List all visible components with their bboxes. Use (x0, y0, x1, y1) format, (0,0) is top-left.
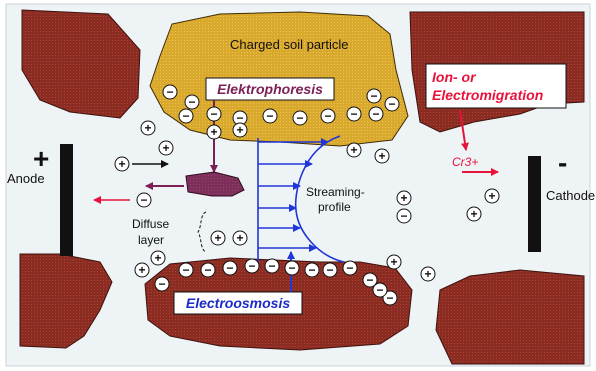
ion-migration-label-line1: Ion- or (432, 69, 477, 85)
negative-charge-symbol: − (248, 259, 255, 273)
cathode-sign: - (558, 147, 567, 178)
positive-charge-symbol: + (154, 251, 161, 265)
negative-charge-symbol: − (204, 263, 211, 277)
positive-charge-symbol: + (214, 231, 221, 245)
negative-charge-symbol: − (326, 263, 333, 277)
negative-charge-symbol: − (324, 109, 331, 123)
positive-charge-symbol: + (470, 207, 477, 221)
negative-charge-symbol: − (296, 111, 303, 125)
negative-charge-symbol: − (266, 109, 273, 123)
cathode-electrode (528, 156, 541, 252)
diffuse-layer-label-line1: Diffuse (132, 217, 169, 231)
positive-charge-symbol: + (488, 189, 495, 203)
positive-charge-symbol: + (138, 263, 145, 277)
negative-charge-symbol: − (376, 283, 383, 297)
elektrophoresis-label: Elektrophoresis (217, 81, 323, 97)
soil-particle-bottom-right (436, 270, 584, 364)
negative-charge-symbol: − (346, 261, 353, 275)
negative-charge-symbol: − (210, 107, 217, 121)
negative-charge-symbol: − (370, 89, 377, 103)
electroosmosis-label: Electroosmosis (186, 295, 290, 311)
positive-charge-symbol: + (350, 143, 357, 157)
cr3-label: Cr3+ (452, 155, 478, 169)
streaming-profile-label-line2: profile (318, 200, 351, 214)
negative-charge-symbol: − (166, 85, 173, 99)
negative-charge-symbol: − (182, 109, 189, 123)
negative-charge-symbol: − (386, 291, 393, 305)
positive-charge-symbol: + (236, 123, 243, 137)
streaming-profile-label-line1: Streaming- (306, 185, 365, 199)
negative-charge-symbol: − (226, 261, 233, 275)
negative-charge-symbol: − (372, 107, 379, 121)
positive-charge-symbol: + (118, 157, 125, 171)
positive-charge-symbol: + (424, 267, 431, 281)
negative-charge-symbol: − (400, 209, 407, 223)
positive-charge-symbol: + (390, 255, 397, 269)
positive-charge-symbol: + (236, 231, 243, 245)
negative-charge-symbol: − (308, 263, 315, 277)
anode-label: Anode (7, 171, 45, 186)
anode-sign: + (33, 143, 49, 174)
cathode-label: Cathode (546, 188, 595, 203)
positive-charge-symbol: + (144, 121, 151, 135)
negative-charge-symbol: − (366, 273, 373, 287)
negative-charge-symbol: − (350, 107, 357, 121)
positive-charge-symbol: + (210, 125, 217, 139)
ion-migration-label-line2: Electromigration (432, 87, 543, 103)
negative-charge-symbol: − (140, 193, 147, 207)
negative-charge-symbol: − (182, 263, 189, 277)
anode-electrode (60, 144, 73, 256)
diffuse-layer-label-line2: layer (138, 233, 164, 247)
negative-charge-symbol: − (158, 277, 165, 291)
positive-charge-symbol: + (378, 149, 385, 163)
negative-charge-symbol: − (188, 95, 195, 109)
negative-charge-symbol: − (268, 259, 275, 273)
negative-charge-symbol: − (388, 97, 395, 111)
negative-charge-symbol: − (288, 261, 295, 275)
positive-charge-symbol: + (400, 191, 407, 205)
positive-charge-symbol: + (162, 141, 169, 155)
charged-particle-label: Charged soil particle (230, 37, 349, 52)
